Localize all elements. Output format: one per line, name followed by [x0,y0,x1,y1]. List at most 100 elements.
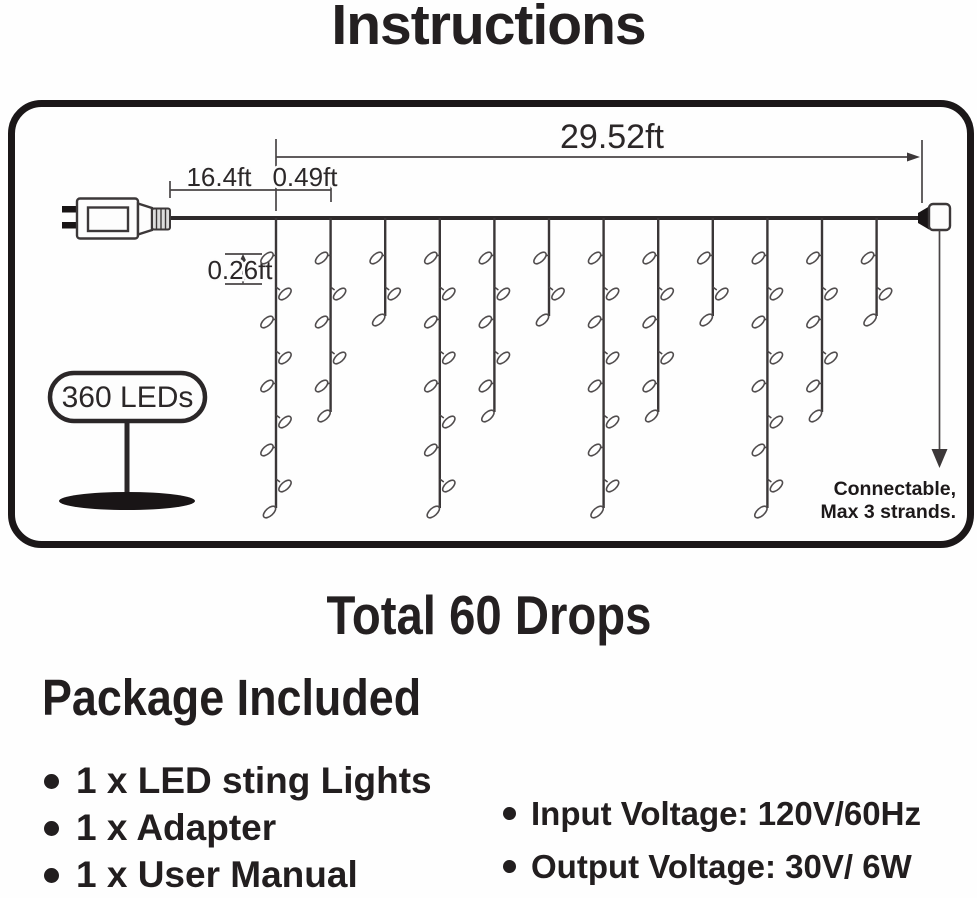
package-item-label: 1 x User Manual [76,854,358,895]
led-bulb [714,287,729,301]
package-item: 1 x LED sting Lights [44,759,432,803]
led-bulb [660,351,675,365]
total-drops-caption: Total 60 Drops [0,584,977,646]
led-bulb [278,287,292,301]
led-bulb [860,251,875,265]
led-bulb [587,251,602,265]
led-bulb [260,379,274,393]
led-bulb [533,251,547,265]
led-bulb [535,313,550,327]
led-bulb [496,287,511,301]
drop-medium [806,218,838,423]
led-bulb [587,315,602,329]
led-bulb [605,415,620,429]
dimension-lines [169,139,923,285]
led-bulb [751,379,766,393]
led-bulb [696,251,711,265]
bullet-icon [44,774,59,789]
drop-medium [314,218,347,423]
diagram-border [8,100,974,548]
led-bulb [587,443,602,457]
led-bulb [278,479,292,493]
drop-medium [478,218,511,423]
drop-medium [642,218,675,423]
drop-long [423,218,456,519]
drop-long [587,218,620,519]
led-bulb [751,315,766,329]
spec-item-label: Input Voltage: 120V/60Hz [531,795,921,832]
led-bulb [478,379,493,393]
led-bulb [478,251,493,265]
led-count-sign: 360 LEDs [47,370,208,510]
plug-prong [62,206,79,213]
led-bulb [751,443,766,457]
led-bulb [642,251,657,265]
led-bulb [278,351,292,365]
led-bulb [642,315,657,329]
led-bulb [605,351,620,365]
led-bulb [441,479,456,493]
led-bulb [590,505,605,519]
led-bulb [441,351,456,365]
led-bulb [808,409,823,423]
dim-arrowhead [907,152,920,162]
icicle-lights-diagram: 29.52ft 16.4ft 0.49ft 0.26ft 360 LEDs Co… [8,100,974,548]
led-bulb [751,251,766,265]
spec-item: Input Voltage: 120V/60Hz [503,794,921,834]
led-bulb [423,315,438,329]
adapter-neck [136,201,154,237]
lead-length-label: 16.4ft [186,162,252,192]
led-bulb [332,351,347,365]
led-bulb [644,409,659,423]
led-bulb [496,351,511,365]
total-drops-text: Total 60 Drops [325,584,652,646]
drop-spacing-label: 0.49ft [272,162,338,192]
led-bulb [605,287,620,301]
package-item-label: 1 x Adapter [76,807,277,848]
end-connector-taper [918,206,929,230]
power-plug-icon [62,197,171,240]
bullet-icon [503,860,516,873]
led-bulb [260,443,274,457]
led-bulb [423,379,438,393]
end-connector-housing [927,202,952,232]
led-bulb [278,415,292,429]
sign-board [47,370,208,424]
led-bulb [878,287,893,301]
plug-prong [62,222,79,229]
package-item-label: 1 x LED sting Lights [76,760,432,801]
connect-note-line1: Connectable, [834,478,956,500]
led-bulb [769,351,784,365]
end-connector-icon [918,202,952,232]
led-bulb [317,409,332,423]
connectable-annotation: Connectable, Max 3 strands. [821,230,956,523]
led-bulb [769,287,784,301]
led-bulb [806,315,820,329]
package-included-heading: Package Included [42,669,422,726]
total-length-label: 29.52ft [560,118,665,156]
led-bulb [863,313,878,327]
led-bulb [314,315,329,329]
package-item: 1 x User Manual [44,853,358,897]
led-bulb [753,505,768,519]
led-bulb [371,313,386,327]
drop-short [696,218,729,327]
led-bulb [441,415,456,429]
led-bulb [369,251,384,265]
led-bulb [423,443,438,457]
spec-item: Output Voltage: 30V/ 6W [503,847,912,887]
led-bulb [441,287,456,301]
led-bulb [480,409,495,423]
connect-note-line2: Max 3 strands. [821,501,956,523]
led-bulb [642,379,657,393]
led-bulb [423,251,438,265]
drop-long [751,218,784,519]
led-bulb [426,505,441,519]
down-arrow-icon [931,449,948,468]
package-item: 1 x Adapter [44,806,276,850]
bullet-icon [503,807,516,820]
spec-item-label: Output Voltage: 30V/ 6W [531,848,912,885]
drop-short [369,218,402,327]
led-bulb [260,315,274,329]
led-bulb [332,287,347,301]
